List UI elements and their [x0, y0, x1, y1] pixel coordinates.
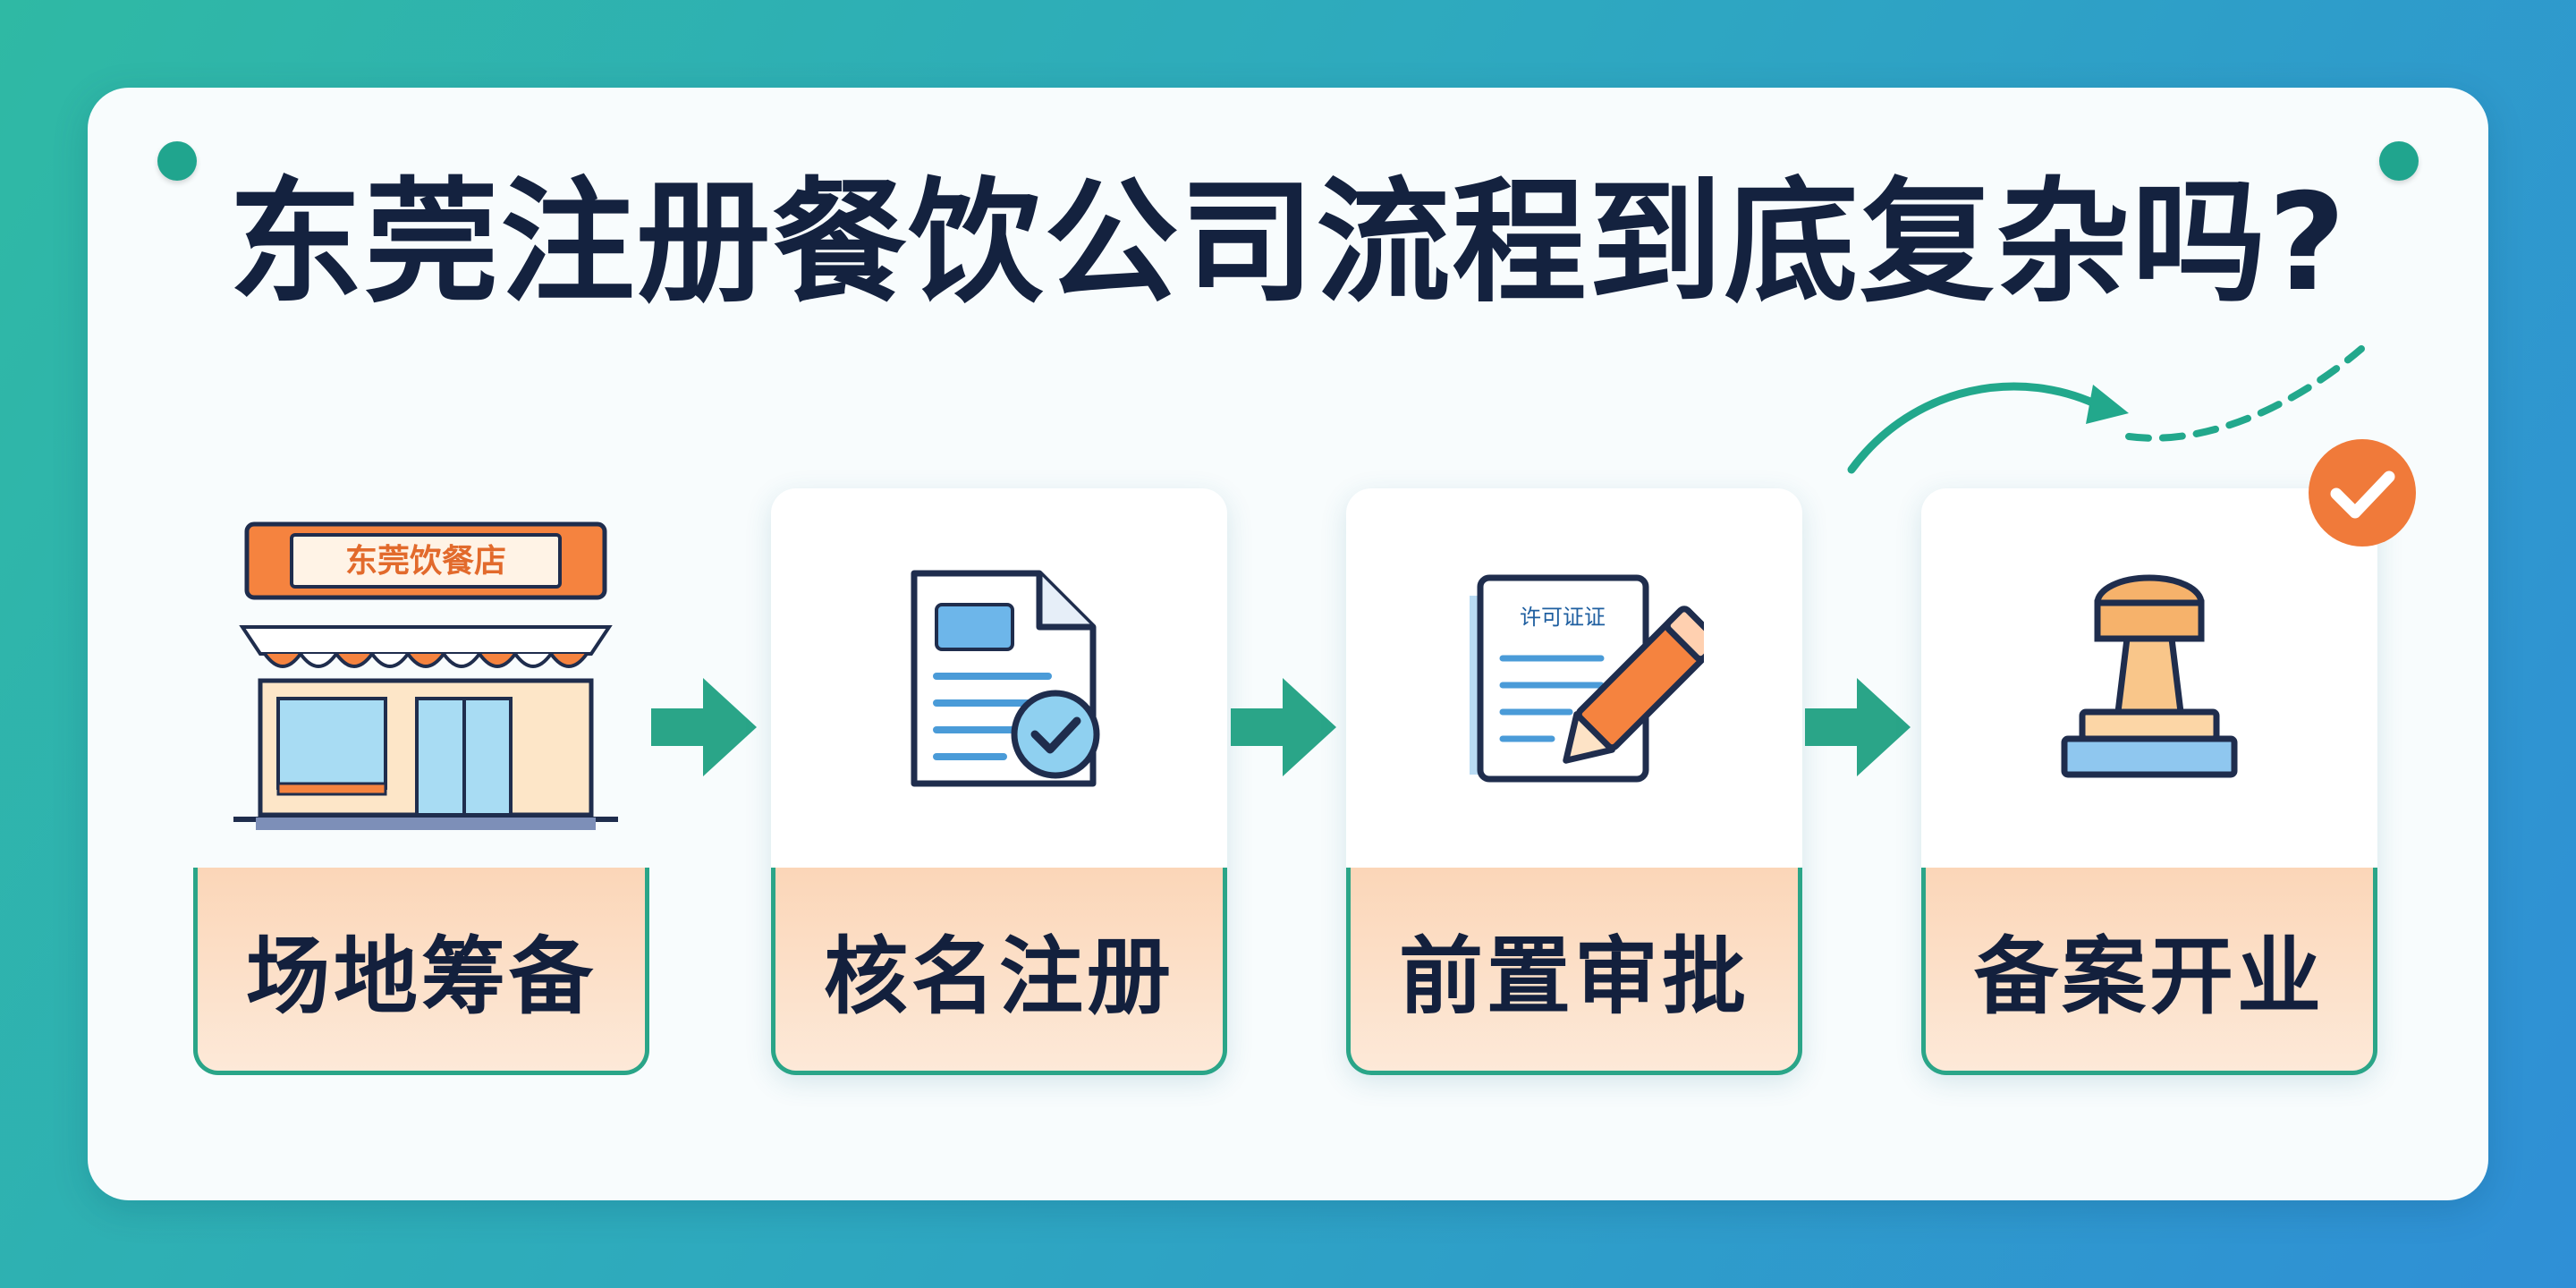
document-check-icon	[911, 570, 1100, 787]
storefront-icon: 东莞饮餐店	[233, 521, 618, 830]
license-pen-icon: 许可证证	[1470, 574, 1704, 783]
step-label: 备案开业	[1973, 928, 2325, 1026]
check-badge-icon	[2309, 439, 2416, 547]
step-card-name-registration: 核名注册	[771, 488, 1227, 1075]
page-title: 东莞注册餐饮公司流程到底复杂吗?	[228, 165, 2348, 321]
step-card-pre-approval: 许可证证 前置审批	[1346, 488, 1802, 1075]
arrow-right-icon	[1231, 678, 1336, 776]
step-label: 前置审批	[1398, 928, 1750, 1026]
step-card-venue: 东莞饮餐店 场地筹备	[193, 488, 649, 1075]
step-label: 核名注册	[823, 928, 1174, 1026]
stamp-icon	[2061, 574, 2238, 778]
step-label-box: 场地筹备	[193, 868, 649, 1075]
step-label-box: 核名注册	[771, 868, 1227, 1075]
pin-dot-left	[157, 141, 197, 181]
step-label-box: 备案开业	[1921, 868, 2377, 1075]
step-label: 场地筹备	[245, 928, 597, 1026]
pin-dot-right	[2379, 141, 2419, 181]
step-card-filing-opening: 备案开业	[1921, 488, 2377, 1075]
arrow-right-icon	[651, 678, 757, 776]
step-label-box: 前置审批	[1346, 868, 1802, 1075]
store-sign-text: 东莞饮餐店	[345, 543, 506, 580]
curved-arrow-icon	[1847, 345, 2365, 474]
arrow-right-icon	[1805, 678, 1911, 776]
license-text: 许可证证	[1520, 605, 1606, 630]
